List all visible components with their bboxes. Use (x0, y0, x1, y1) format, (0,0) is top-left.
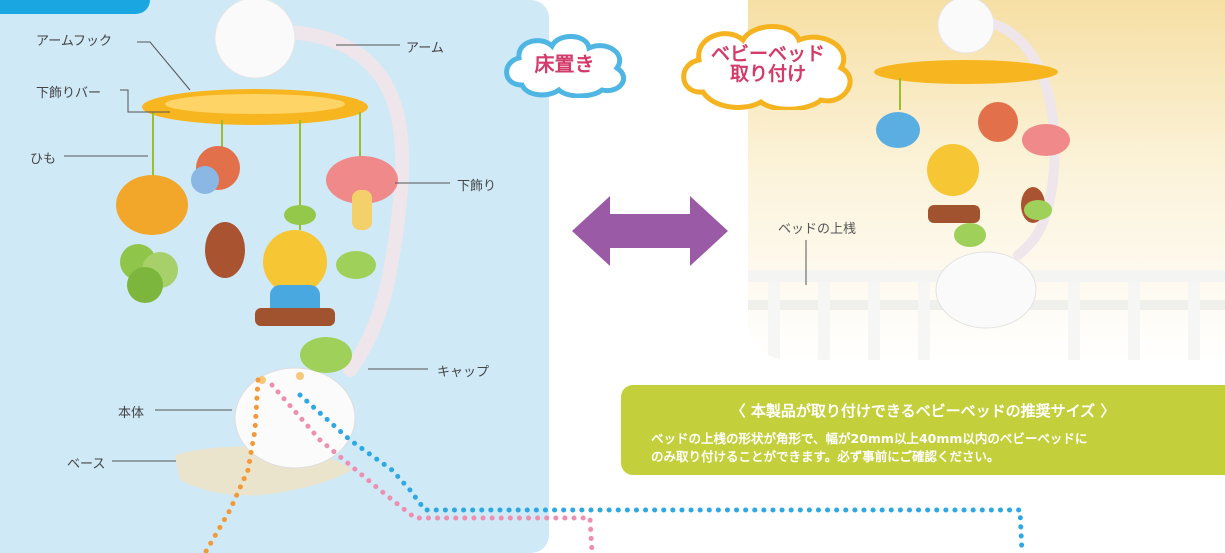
label-base: ベース (67, 457, 106, 472)
crib-badge-text: ベビーベッド 取り付け (673, 20, 863, 110)
label-cap: キャップ (437, 365, 490, 380)
leader-lines (64, 41, 450, 462)
crib-mode-badge: ベビーベッド 取り付け (673, 20, 863, 110)
section-tab (0, 0, 150, 14)
double-arrow-icon (572, 196, 728, 266)
crib-mobile-illustration (748, 0, 1225, 360)
floor-badge-label: 床置き (534, 51, 595, 76)
label-arm-hook: アームフック (36, 34, 113, 49)
floor-mode-panel: アームフック アーム 下飾りバー ひも 下飾り キャップ 本体 ベース (0, 0, 549, 553)
label-crib-rail: ベッドの上桟 (778, 222, 857, 237)
main-body-shape (234, 367, 356, 469)
notice-body-line2: のみ取り付けることができます。必ず事前にご確認ください。 (651, 449, 1000, 465)
label-hanging-decoration: 下飾り (457, 179, 497, 194)
label-lower-bar: 下飾りバー (36, 86, 102, 101)
bear-toy-shape (263, 230, 327, 294)
recommended-size-notice: 〈 本製品が取り付けできるベビーベッドの推奨サイズ 〉 ベッドの上桟の形状が角形… (621, 385, 1225, 475)
cloud-badge-icon (504, 34, 626, 98)
arm-hook-shape (214, 0, 296, 79)
notice-body: ベッドの上桟の形状が角形で、幅が20mm以上40mm以内のベビーベッドに のみ取… (651, 430, 1221, 466)
notice-title: 〈 本製品が取り付けできるベビーベッドの推奨サイズ 〉 (730, 402, 1116, 420)
bird-toy-shape (116, 175, 188, 235)
floor-mobile-illustration (116, 0, 410, 496)
arm-shape (283, 25, 410, 377)
floor-mode-badge: 床置き (497, 30, 632, 98)
cloud-badge-icon (681, 24, 853, 110)
crib-badge-label-line1: ベビーベッド (710, 43, 825, 66)
label-string: ひも (30, 152, 57, 167)
notice-body-line1: ベッドの上桟の形状が角形で、幅が20mm以上40mm以内のベビーベッドに (651, 431, 1088, 446)
floor-badge-text: 床置き (497, 30, 632, 98)
label-main-body: 本体 (118, 406, 145, 421)
label-arm: アーム (406, 41, 444, 56)
crib-badge-label-line2: 取り付け (729, 63, 806, 85)
